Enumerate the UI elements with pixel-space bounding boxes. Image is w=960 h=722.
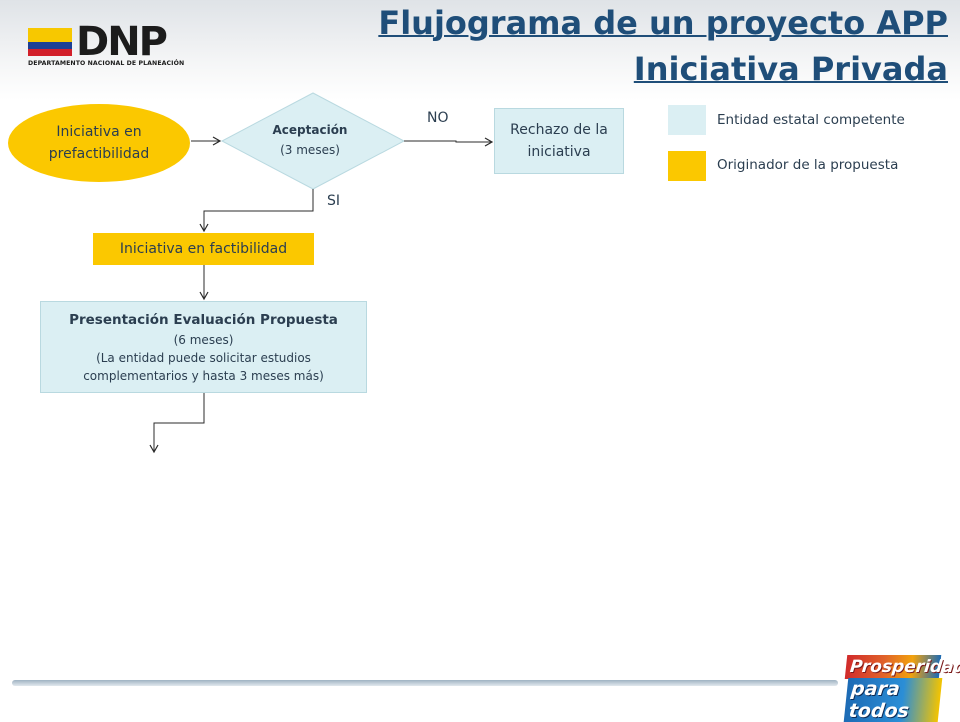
dnp-logo: DNP DEPARTAMENTO NACIONAL DE PLANEACIÓN bbox=[28, 19, 188, 72]
legend-label-entidad: Entidad estatal competente bbox=[717, 112, 905, 128]
presentacion-time: (6 meses) bbox=[173, 333, 234, 347]
page-title: Flujograma de un proyecto APP Iniciativa… bbox=[378, 0, 948, 92]
brand-line-1: Prosperidad bbox=[844, 655, 960, 679]
header-band bbox=[0, 0, 960, 100]
presentacion-node: Presentación Evaluación Propuesta (6 mes… bbox=[40, 301, 367, 393]
arrow-presentacion-next bbox=[149, 393, 205, 454]
aceptacion-time: (3 meses) bbox=[280, 143, 340, 157]
presentacion-title: Presentación Evaluación Propuesta bbox=[69, 312, 338, 328]
arrow-aceptacion-to-factibilidad bbox=[199, 189, 314, 233]
aceptacion-node-text: Aceptación (3 meses) bbox=[240, 120, 380, 160]
colombia-flag-icon bbox=[28, 28, 72, 56]
footer-divider bbox=[12, 680, 838, 686]
rechazo-node: Rechazo de la iniciativa bbox=[494, 108, 624, 174]
prosperidad-logo: Prosperidad para todos bbox=[843, 655, 960, 722]
presentacion-note: (La entidad puede solicitar estudios com… bbox=[83, 351, 324, 383]
legend-swatch-originador bbox=[668, 151, 706, 181]
legend-label-originador: Originador de la propuesta bbox=[717, 157, 899, 173]
factibilidad-node: Iniciativa en factibilidad bbox=[93, 233, 314, 265]
title-line-1: Flujograma de un proyecto APP bbox=[378, 4, 948, 42]
legend-swatch-entidad bbox=[668, 105, 706, 135]
title-line-2: Iniciativa Privada bbox=[633, 50, 948, 88]
logo-subtitle: DEPARTAMENTO NACIONAL DE PLANEACIÓN bbox=[28, 60, 185, 67]
aceptacion-title: Aceptación bbox=[272, 123, 348, 137]
brand-line-2: para todos bbox=[843, 678, 943, 722]
arrow-aceptacion-to-rechazo bbox=[404, 137, 494, 147]
label-no: NO bbox=[427, 110, 449, 126]
logo-wordmark: DNP bbox=[76, 19, 168, 65]
label-si: SI bbox=[327, 193, 341, 209]
prefactibilidad-node: Iniciativa en prefactibilidad bbox=[8, 104, 190, 182]
